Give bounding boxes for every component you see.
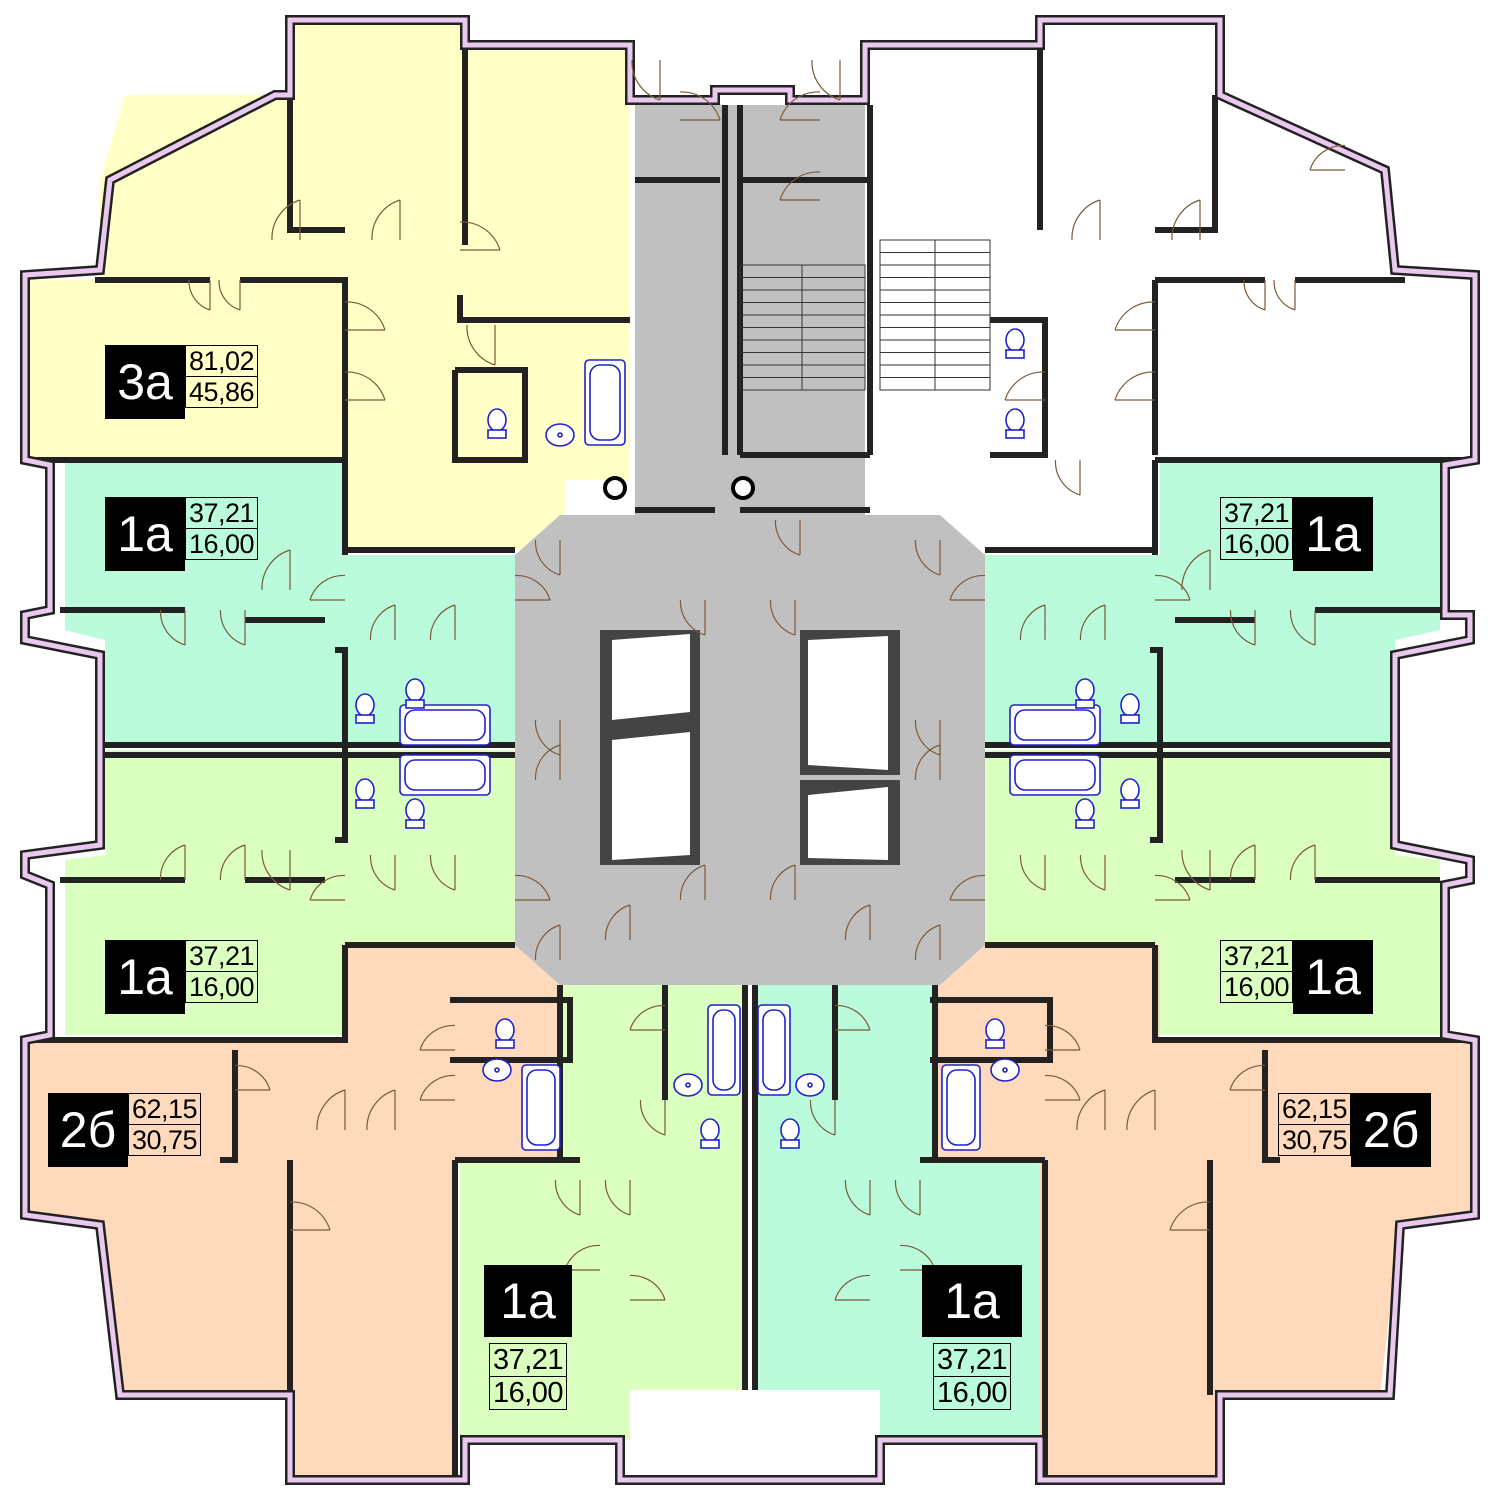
- vent-shafts: [603, 476, 755, 500]
- apartment-code: 1а: [922, 1265, 1022, 1337]
- apartment-code: 3а: [105, 345, 185, 419]
- living-area: 16,00: [488, 1377, 568, 1410]
- total-area: 37,21: [185, 940, 259, 972]
- living-area: 16,00: [185, 972, 259, 1003]
- label-apt-1a-right-upper: 37,21 16,00 1а: [1220, 497, 1374, 571]
- apartment-code: 2б: [1351, 1093, 1432, 1167]
- label-apt-2b-left: 2б 62,15 30,75: [48, 1093, 202, 1167]
- apartment-code: 2б: [48, 1093, 128, 1167]
- total-area: 37,21: [932, 1343, 1012, 1377]
- total-area: 37,21: [1220, 940, 1294, 972]
- apartment-code: 1а: [1293, 940, 1374, 1014]
- living-area: 16,00: [1220, 529, 1294, 560]
- total-area: 62,15: [128, 1093, 202, 1125]
- door-swings: [159, 59, 1346, 1301]
- label-apt-1a-bottom-right: 1а 37,21 16,00: [922, 1265, 1022, 1410]
- total-area: 81,02: [185, 345, 259, 377]
- total-area: 37,21: [1220, 497, 1294, 529]
- label-apt-1a-left-upper: 1а 37,21 16,00: [105, 497, 259, 571]
- label-apt-2b-right: 62,15 30,75 2б: [1278, 1093, 1432, 1167]
- sanitary-fixtures: [355, 328, 1140, 1151]
- apartment-code: 1а: [105, 940, 185, 1014]
- total-area: 62,15: [1278, 1093, 1352, 1125]
- living-area: 16,00: [1220, 972, 1294, 1003]
- zone-apt-2b-right: [935, 945, 1475, 1480]
- living-area: 16,00: [932, 1377, 1012, 1410]
- living-area: 16,00: [185, 529, 259, 560]
- apartment-code: 1а: [1293, 497, 1374, 571]
- label-apt-3a: 3а 81,02 45,86: [105, 345, 259, 419]
- stair-flights: [739, 239, 991, 391]
- total-area: 37,21: [185, 497, 259, 529]
- label-apt-1a-bottom-left: 1а 37,21 16,00: [484, 1265, 572, 1410]
- zone-apt-2b-left: [30, 945, 560, 1480]
- living-area: 30,75: [1278, 1125, 1352, 1156]
- elevator-shafts: [600, 630, 900, 865]
- living-area: 30,75: [128, 1125, 202, 1156]
- apartment-code: 1а: [105, 497, 185, 571]
- label-apt-1a-left-lower: 1а 37,21 16,00: [105, 940, 259, 1014]
- living-area: 45,86: [185, 377, 259, 408]
- label-apt-1a-right-lower: 37,21 16,00 1а: [1220, 940, 1374, 1014]
- apartment-code: 1а: [484, 1265, 572, 1337]
- total-area: 37,21: [488, 1343, 568, 1377]
